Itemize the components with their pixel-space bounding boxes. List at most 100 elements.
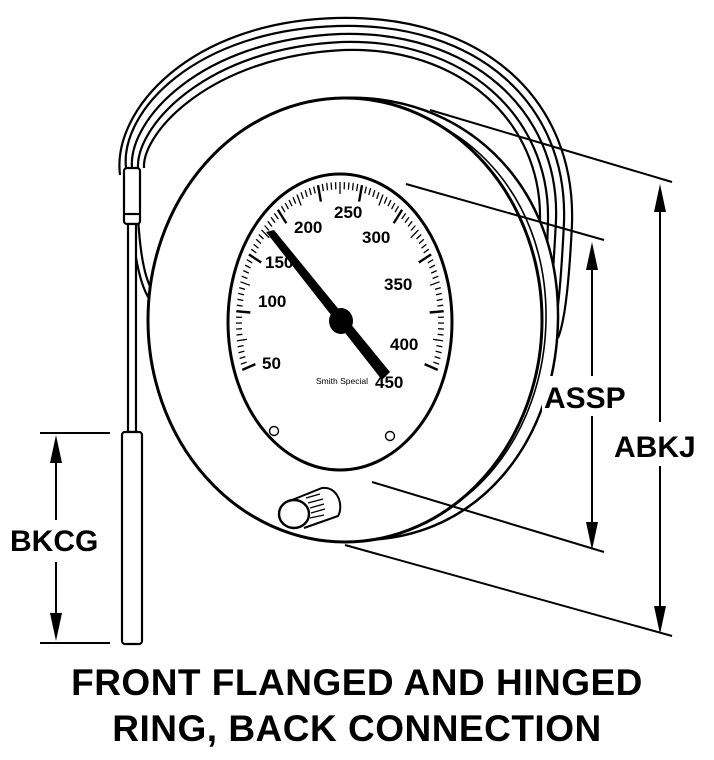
scale-label-400: 400 xyxy=(390,335,418,354)
dial-tick xyxy=(383,196,388,204)
dial-tick xyxy=(241,363,256,371)
dial-tick xyxy=(238,292,245,296)
dial-tick xyxy=(284,202,289,210)
label-assp: ASSP xyxy=(544,382,626,415)
dial-tick xyxy=(351,183,354,191)
caption-line-2: RING, BACK CONNECTION xyxy=(112,708,602,749)
dial-tick xyxy=(404,216,410,223)
dial-tick xyxy=(267,220,273,227)
scale-label-250: 250 xyxy=(334,203,362,222)
dial-tick xyxy=(355,183,359,192)
dial-tick xyxy=(434,286,441,291)
dial-tick xyxy=(270,216,276,223)
dial-tick xyxy=(296,194,302,206)
dial-tick xyxy=(430,270,437,274)
dial-tick xyxy=(240,281,251,286)
dial-tick xyxy=(387,199,392,207)
dial-tick xyxy=(240,361,247,365)
dial-tick xyxy=(391,202,396,210)
dial-tick xyxy=(280,205,286,213)
dial-tick xyxy=(410,229,419,239)
dial-tick xyxy=(437,304,444,307)
dial-tick xyxy=(253,243,259,249)
label-abkj: ABKJ xyxy=(614,431,696,464)
dial-tick xyxy=(347,182,350,190)
dial-tick xyxy=(255,238,262,244)
dial-tick xyxy=(308,188,312,196)
dial-tick xyxy=(429,264,436,269)
dial-tick xyxy=(244,264,251,269)
dial-tick xyxy=(273,213,279,220)
dial-tick xyxy=(372,189,376,198)
dial-tick xyxy=(264,225,270,231)
dial-tick xyxy=(258,234,264,240)
dial-tick xyxy=(434,355,441,360)
dial-tick xyxy=(248,253,262,264)
dial-tick xyxy=(236,333,243,336)
dial-tick xyxy=(401,213,407,220)
dial-tick xyxy=(239,286,246,291)
dial-tick xyxy=(288,199,293,207)
dial-tick xyxy=(418,238,425,244)
dial-tick xyxy=(394,205,400,213)
gauge-needle xyxy=(266,230,390,380)
needle-hub xyxy=(329,308,353,334)
dial-tick xyxy=(433,361,440,365)
dial-tick xyxy=(246,259,253,264)
dial-tick xyxy=(326,183,329,191)
sensing-bulb xyxy=(120,166,144,646)
mounting-hole-left xyxy=(268,425,280,437)
scale-label-350: 350 xyxy=(384,275,412,294)
scale-label-200: 200 xyxy=(294,218,322,237)
dial-tick xyxy=(424,363,439,371)
dial-tick xyxy=(429,310,444,314)
dial-tick xyxy=(368,188,372,196)
dial-tick xyxy=(276,209,288,224)
label-bkcg: BKCG xyxy=(10,525,98,558)
dial-tick xyxy=(250,248,257,254)
dial-tick xyxy=(423,248,430,254)
back-connection-fitting xyxy=(277,486,342,530)
dial-tick xyxy=(316,184,323,202)
dial-tick xyxy=(292,196,297,204)
dial-tick xyxy=(313,186,316,194)
dial-tick xyxy=(321,183,325,192)
dial-tick xyxy=(436,298,443,302)
dial-tick xyxy=(432,275,439,280)
dial-tick xyxy=(261,229,270,239)
dial-tick xyxy=(236,310,251,314)
dial-tick xyxy=(243,270,250,274)
dial-tick xyxy=(416,234,422,240)
mounting-hole-right xyxy=(384,430,396,442)
dial-tick xyxy=(418,253,432,264)
dial-tick xyxy=(437,333,444,336)
dial-tick xyxy=(376,191,380,200)
dial-tick xyxy=(237,298,244,302)
scale-label-300: 300 xyxy=(362,228,390,247)
brand-label: Smith Special xyxy=(316,376,368,386)
dial-tick-marks xyxy=(235,182,445,371)
dial-tick xyxy=(410,225,416,231)
dial-tick xyxy=(435,350,442,354)
scale-label-100: 100 xyxy=(258,292,286,311)
dial-tick xyxy=(429,281,440,286)
dial-tick xyxy=(421,243,427,249)
dial-tick xyxy=(436,344,443,348)
dial-tick xyxy=(300,191,304,200)
dial-tick xyxy=(237,344,244,348)
dial-tick xyxy=(241,275,248,280)
dial-tick xyxy=(330,182,333,190)
dial-tick xyxy=(304,189,308,198)
dial-tick xyxy=(432,338,444,342)
dial-tick xyxy=(236,338,248,342)
scale-label-50: 50 xyxy=(262,354,281,373)
dial-tick xyxy=(357,184,364,202)
dial-tick xyxy=(427,259,434,264)
dial-tick xyxy=(238,350,245,354)
dial-tick xyxy=(239,355,246,360)
dial-tick xyxy=(236,304,243,307)
dial-tick xyxy=(378,194,384,206)
caption-line-1: FRONT FLANGED AND HINGED xyxy=(71,662,643,703)
dial-tick xyxy=(392,209,404,224)
